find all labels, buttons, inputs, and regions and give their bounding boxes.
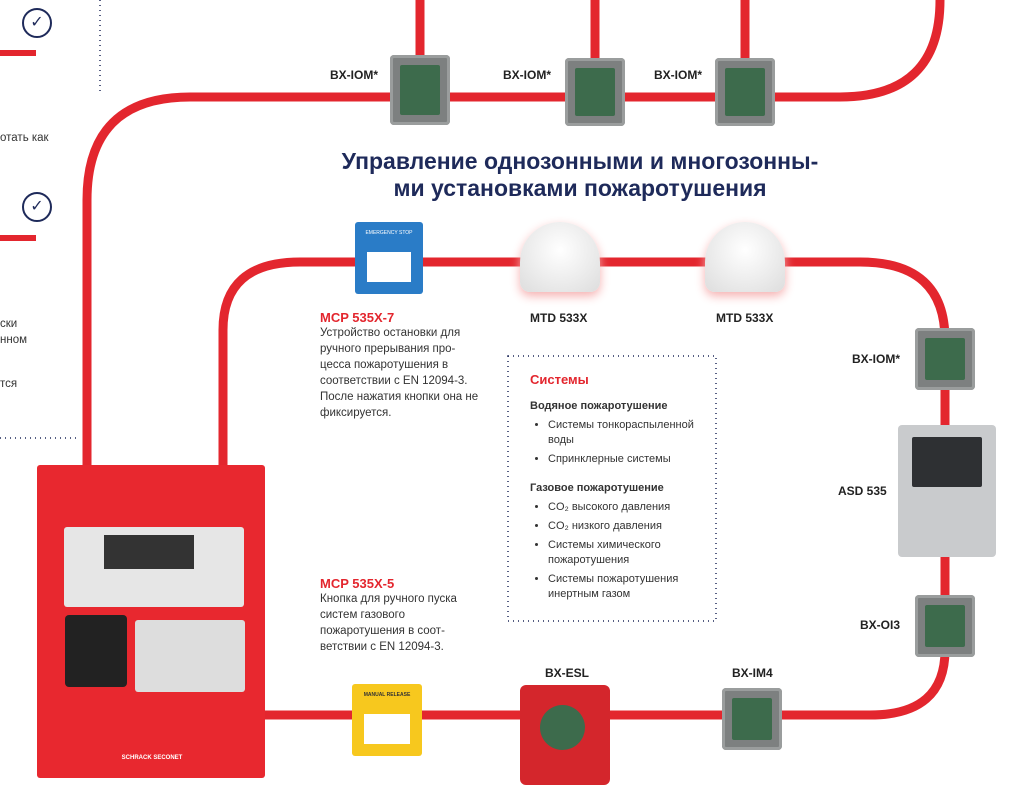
device-sign: MANUAL RELEASE [363, 692, 411, 698]
mtd-detector [705, 222, 785, 292]
systems-heading: Системы [530, 372, 589, 387]
mcp7-description: MCP 535X-7 Устройство остановки для ручн… [320, 310, 485, 421]
panel-brand: SCHRACK SECONET [121, 755, 183, 761]
bx-im4-module [722, 688, 782, 750]
bx-esl-device [520, 685, 610, 785]
mcp5-name: MCP 535X-5 [320, 576, 395, 591]
list-item: CO₂ высокого давления [548, 500, 710, 515]
device-label: BX-IOM* [852, 352, 900, 366]
device-label: BX-OI3 [860, 618, 901, 632]
list-item: Системы тонкораспыленной воды [548, 418, 710, 448]
device-label: BX-ESL [545, 666, 590, 680]
device-label: BX-IOM* [503, 68, 551, 82]
left-fragment: тся [0, 378, 18, 390]
list-item: Системы химического пожаротушения [548, 538, 710, 568]
bx-oi3-module [915, 595, 975, 657]
mcp-535x-5-device: MANUAL RELEASE [352, 684, 422, 756]
mcp5-description: MCP 535X-5 Кнопка для ручного пуска сист… [320, 576, 480, 655]
panel-printer [65, 615, 127, 687]
bx-iom-module [915, 328, 975, 390]
bx-iom-module [565, 58, 625, 126]
left-fragment: нном [0, 334, 28, 346]
device-label: BX-IM4 [732, 666, 773, 680]
water-title: Водяное пожаротушение [530, 400, 668, 412]
check-icon: ✓ [22, 192, 52, 222]
left-fragment: ски [0, 318, 18, 330]
title-line: ми установками пожаротушения [393, 175, 767, 201]
list-item: Системы пожаротушения инертным газом [548, 572, 710, 602]
gas-title: Газовое пожаротушение [530, 482, 664, 494]
title-line: Управление однозонными и многозонны- [341, 148, 819, 174]
device-sign: EMERGENCY STOP [365, 230, 413, 236]
panel-module-area [135, 620, 245, 692]
mcp7-text: Устройство остановки для ручного прерыва… [320, 327, 479, 419]
asd-535-device [898, 425, 996, 557]
mtd-detector [520, 222, 600, 292]
device-label: BX-IOM* [330, 68, 378, 82]
bx-iom-module [390, 55, 450, 125]
device-label: BX-IOM* [654, 68, 702, 82]
check-icon: ✓ [22, 8, 52, 38]
bx-iom-module [715, 58, 775, 126]
device-label: ASD 535 [838, 484, 887, 498]
device-label: MTD 533X [716, 311, 774, 325]
fire-control-panel: SCHRACK SECONET [37, 465, 265, 778]
mcp-535x-7-device: EMERGENCY STOP [355, 222, 423, 294]
mcp7-name: MCP 535X-7 [320, 310, 395, 325]
device-label: MTD 533X [530, 311, 588, 325]
left-fragment: отать как [0, 132, 49, 144]
mcp5-text: Кнопка для ручного пуска систем газового… [320, 593, 457, 653]
list-item: Спринклерные системы [548, 452, 710, 467]
list-item: CO₂ низкого давления [548, 519, 710, 534]
page-title: Управление однозонными и многозонны- ми … [300, 148, 860, 202]
panel-display-area [64, 527, 244, 607]
systems-box: Системы Водяное пожаротушение Системы то… [530, 372, 710, 606]
